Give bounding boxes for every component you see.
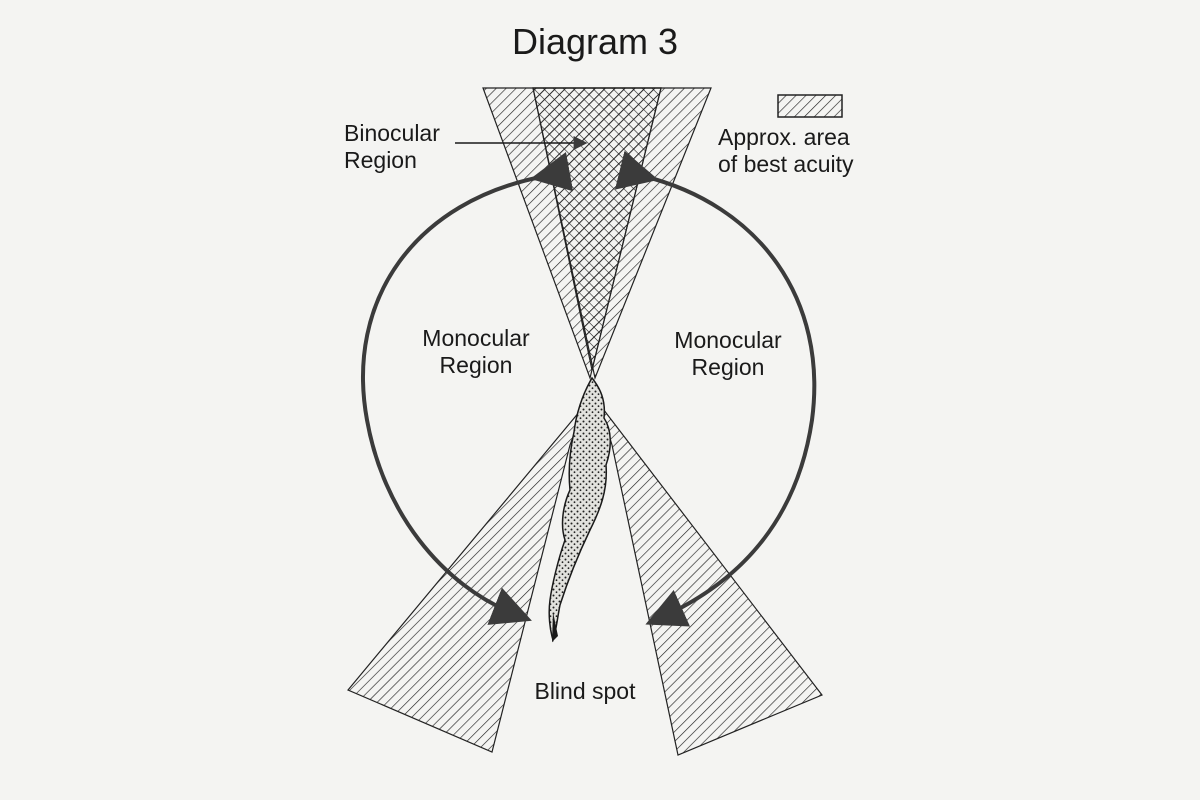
monocular-right-line2: Region [691, 354, 765, 380]
binocular-label-line2: Region [344, 147, 417, 173]
monocular-right-line1: Monocular [674, 327, 782, 353]
legend-label-line2: of best acuity [718, 151, 854, 177]
monocular-right-label: Monocular Region [654, 327, 802, 381]
legend-label: Approx. area of best acuity [718, 124, 854, 178]
monocular-left-label: Monocular Region [402, 325, 550, 379]
diagram-title: Diagram 3 [511, 21, 679, 62]
right-monocular-arc [614, 150, 817, 627]
binocular-region-label: Binocular Region [344, 120, 440, 174]
legend-hatch-swatch [777, 94, 843, 118]
monocular-left-line1: Monocular [422, 325, 530, 351]
binocular-label-line1: Binocular [344, 120, 440, 146]
blind-spot-label: Blind spot [534, 678, 636, 704]
animal-body-illustration [548, 376, 611, 643]
left-monocular-arc [361, 151, 574, 625]
legend-label-line1: Approx. area [718, 124, 850, 150]
monocular-left-line2: Region [439, 352, 513, 378]
